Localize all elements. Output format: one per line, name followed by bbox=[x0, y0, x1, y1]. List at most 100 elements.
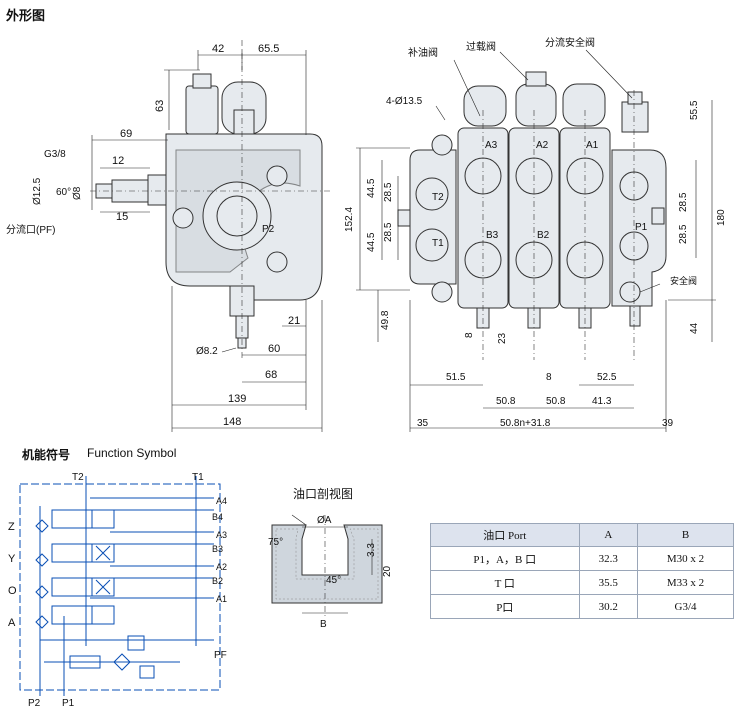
section-dim-45-deg: 45° bbox=[326, 575, 341, 586]
flow-relief-valve-label: 分流安全阀 bbox=[545, 38, 595, 49]
port-t2: T2 bbox=[432, 192, 444, 203]
sym-port-t1: T1 bbox=[192, 472, 204, 483]
dim-148: 148 bbox=[223, 416, 241, 428]
port-t1: T1 bbox=[432, 238, 444, 249]
dim-15: 15 bbox=[116, 211, 128, 223]
dim-28-5-d: 28.5 bbox=[678, 224, 689, 244]
relief-valve-label: 安全阀 bbox=[670, 276, 698, 286]
dim-8-b: 8 bbox=[546, 372, 552, 383]
port-a2: A2 bbox=[536, 140, 549, 151]
sym-port-b2: B2 bbox=[212, 576, 223, 586]
dim-152-4: 152.4 bbox=[344, 207, 355, 232]
dim-8-a: 8 bbox=[464, 332, 475, 338]
dim-139: 139 bbox=[228, 393, 246, 405]
pf-port-label: 分流口(PF) bbox=[6, 225, 56, 236]
valve-side-view-drawing: 42 65.5 63 69 12 60° Ø12.5 Ø8 15 21 60 6… bbox=[32, 40, 330, 432]
sym-port-a3: A3 bbox=[216, 530, 227, 540]
port-a3: A3 bbox=[485, 140, 498, 151]
dim-12: 12 bbox=[112, 155, 124, 167]
dim-d12-5: Ø12.5 bbox=[32, 177, 43, 205]
port-p1: P1 bbox=[635, 222, 648, 233]
table-cell: M33 x 2 bbox=[637, 570, 734, 595]
dim-4-d13-5: 4-Ø13.5 bbox=[386, 96, 423, 107]
dim-65-5: 65.5 bbox=[258, 43, 279, 55]
dim-28-5-a: 28.5 bbox=[383, 182, 394, 202]
dim-35: 35 bbox=[417, 418, 429, 429]
table-header-b: B bbox=[637, 523, 734, 547]
dim-68: 68 bbox=[265, 369, 277, 381]
table-cell: 35.5 bbox=[578, 570, 639, 595]
table-row: P口 30.2 G3/4 bbox=[430, 594, 734, 619]
outline-heading: 外形图 bbox=[6, 8, 46, 23]
valve-front-view-drawing: 4-Ø13.5 A3 A2 A1 B3 B2 T2 T1 P1 55.5 152… bbox=[344, 49, 727, 432]
dim-50-8-a: 50.8 bbox=[496, 396, 516, 407]
replenish-valve-label: 补油阀 bbox=[408, 48, 438, 59]
dim-44: 44 bbox=[689, 322, 700, 334]
hydraulic-function-symbol: T2 T1 A4 B4 A3 B3 A2 B2 A1 PF Z Y O A P2… bbox=[8, 472, 227, 708]
section-dim-75-deg: 75° bbox=[268, 537, 283, 548]
dim-21: 21 bbox=[288, 315, 300, 327]
table-header-row: 油口 Port A B bbox=[430, 523, 734, 547]
dim-55-5: 55.5 bbox=[689, 100, 700, 120]
table-header-a: A bbox=[578, 523, 639, 547]
table-cell: T 口 bbox=[430, 570, 580, 595]
port-a1: A1 bbox=[586, 140, 599, 151]
sym-port-pf: PF bbox=[214, 650, 227, 661]
dim-50-8n-31-8: 50.8n+31.8 bbox=[500, 418, 551, 429]
dim-42: 42 bbox=[212, 43, 224, 55]
dim-52-5: 52.5 bbox=[597, 372, 617, 383]
sym-port-t2: T2 bbox=[72, 472, 84, 483]
dim-d8-2: Ø8.2 bbox=[196, 346, 218, 357]
port-spec-table: 油口 Port A B P1，A，B 口 32.3 M30 x 2 T 口 35… bbox=[430, 523, 734, 619]
dim-69: 69 bbox=[120, 128, 132, 140]
dim-63: 63 bbox=[154, 100, 166, 112]
sym-port-b4: B4 bbox=[212, 512, 223, 522]
table-row: T 口 35.5 M33 x 2 bbox=[430, 570, 734, 595]
dim-49-8: 49.8 bbox=[380, 310, 391, 330]
row-label-o: O bbox=[8, 585, 17, 597]
dim-180: 180 bbox=[716, 209, 727, 226]
table-cell: P1，A，B 口 bbox=[430, 546, 580, 571]
dim-d8: Ø8 bbox=[72, 186, 83, 200]
port-section-heading: 油口剖视图 bbox=[293, 487, 354, 501]
row-label-z: Z bbox=[8, 521, 15, 533]
dim-60: 60 bbox=[268, 343, 280, 355]
function-symbol-heading-en: Function Symbol bbox=[87, 446, 177, 460]
dim-28-5-c: 28.5 bbox=[678, 192, 689, 212]
dim-51-5: 51.5 bbox=[446, 372, 466, 383]
dim-44-5-b: 44.5 bbox=[366, 232, 377, 252]
overload-valve-label: 过载阀 bbox=[466, 42, 496, 53]
dim-60-deg: 60° bbox=[56, 187, 71, 198]
dim-39: 39 bbox=[662, 418, 674, 429]
section-dim-3-3: 3.3 bbox=[366, 543, 377, 557]
side-label-p2: P2 bbox=[262, 224, 275, 235]
table-cell: G3/4 bbox=[637, 594, 734, 619]
row-label-y: Y bbox=[8, 553, 16, 565]
section-dim-20: 20 bbox=[382, 565, 393, 577]
table-cell: M30 x 2 bbox=[637, 546, 734, 571]
dim-44-5-a: 44.5 bbox=[366, 178, 377, 198]
table-header-port: 油口 Port bbox=[430, 523, 580, 547]
table-row: P1，A，B 口 32.3 M30 x 2 bbox=[430, 546, 734, 571]
port-b3: B3 bbox=[486, 230, 499, 241]
sym-port-a2: A2 bbox=[216, 562, 227, 572]
row-label-a: A bbox=[8, 617, 16, 629]
port-section-drawing: ØA 75° 3.3 20 45° B bbox=[268, 514, 393, 630]
table-cell: 32.3 bbox=[578, 546, 639, 571]
sym-port-a4: A4 bbox=[216, 496, 227, 506]
sym-port-a1: A1 bbox=[216, 594, 227, 604]
dim-g3-8: G3/8 bbox=[44, 149, 66, 160]
dim-23: 23 bbox=[497, 332, 508, 344]
port-b2: B2 bbox=[537, 230, 550, 241]
function-symbol-heading-cn: 机能符号 bbox=[22, 448, 71, 462]
section-dim-b: B bbox=[320, 619, 327, 630]
section-dim-d-a: ØA bbox=[317, 515, 332, 526]
sym-port-p2: P2 bbox=[28, 698, 41, 708]
dim-28-5-b: 28.5 bbox=[383, 222, 394, 242]
dim-41-3: 41.3 bbox=[592, 396, 612, 407]
sym-port-p1: P1 bbox=[62, 698, 75, 708]
sym-port-b3: B3 bbox=[212, 544, 223, 554]
table-cell: P口 bbox=[430, 594, 580, 619]
table-cell: 30.2 bbox=[578, 594, 639, 619]
dim-50-8-b: 50.8 bbox=[546, 396, 566, 407]
